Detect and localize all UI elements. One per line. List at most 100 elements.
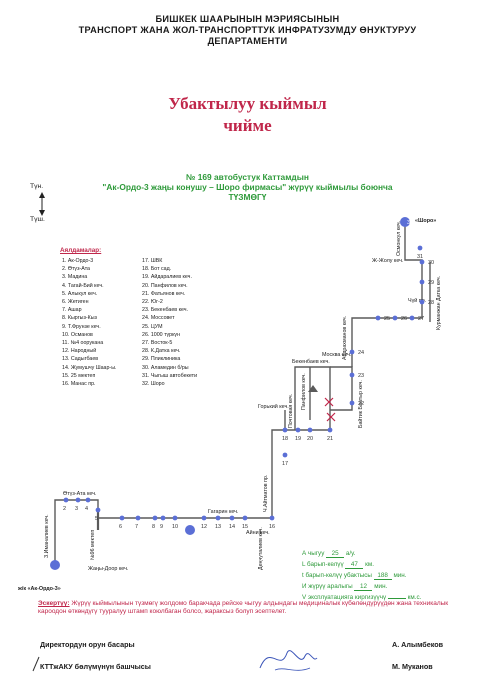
stop-node xyxy=(215,515,221,521)
route-segment-baitik xyxy=(330,366,353,411)
stop-node xyxy=(349,349,355,355)
stop-list-item: 22. Юг-2 xyxy=(142,299,163,306)
street-gorky: Горький кеч. xyxy=(258,403,289,410)
info-buses: А чыгуу 25 а/у. xyxy=(302,550,356,558)
note-body: Жүрүү кыймылынын түзмөгү жолдомо баракча… xyxy=(38,600,449,616)
stop-node-label: 23 xyxy=(358,373,364,379)
title-line-2: чийме xyxy=(223,116,272,135)
stop-list-item: 6. Жетиген xyxy=(62,299,89,306)
stop-node-label: 30 xyxy=(428,260,434,266)
street-shoro: «Шоро» xyxy=(415,218,436,224)
stop-node xyxy=(419,259,425,265)
info-time: t барып-келүү убактысы 188 мин. xyxy=(302,572,407,580)
signature-name-1: А. Алымбеков xyxy=(392,640,444,649)
compass-arrow-icon xyxy=(39,192,45,216)
stop-list-item: 10. Османов xyxy=(62,331,93,338)
stop-list-item: 21. Фатьянов кеч. xyxy=(142,290,186,297)
vertical-street-labels: З.Иманалиев кеч. №96 мектеп Ч.Айтматов п… xyxy=(44,221,442,570)
stop-list-item: 28. К.Датка кеч. xyxy=(142,348,181,355)
stop-node-label: 7 xyxy=(135,524,138,530)
stop-node-label: 27 xyxy=(418,316,424,322)
stop-list-item: 17. ШВК xyxy=(142,258,163,264)
route-line-2: "Ак-Ордо-3 жаңы конушу – Шоро фирмасы" ж… xyxy=(102,182,393,192)
stop-node xyxy=(419,279,425,285)
stop-node-label: 16 xyxy=(269,524,275,530)
note-label: Эскертүү: xyxy=(38,600,70,607)
stop-node xyxy=(63,497,69,503)
stop-list-item: 11. №4 оорукана xyxy=(62,340,104,347)
street-moskva: Москва кеч. xyxy=(322,352,351,358)
stop-node xyxy=(409,315,415,321)
stop-node xyxy=(419,299,425,305)
stop-node xyxy=(282,452,288,458)
stop-list-item: 8. Кыргыз-Кыз xyxy=(62,315,97,322)
info-length: L барып-келүү 47 км. xyxy=(302,561,374,569)
stop-node-label: 17 xyxy=(282,461,288,467)
signature-role-2: КТТжАКУ бөлүмүнүн башчысы xyxy=(40,662,151,671)
route-map: Өтүз-Ата кеч. Гагарин кеч. Айни кеч. Жаң… xyxy=(17,217,442,592)
stop-node xyxy=(229,515,235,521)
stop-node xyxy=(327,427,333,433)
street-bekenbaev: Бекенбаев кеч. xyxy=(292,359,330,365)
stop-node xyxy=(295,427,301,433)
stop-node-label: 3 xyxy=(75,506,78,512)
street-chui: Чүй пр. xyxy=(408,297,426,304)
route-line-3: ТҮЗМӨГҮ xyxy=(228,192,267,202)
stop-node-label: 2 xyxy=(63,506,66,512)
stop-node xyxy=(392,315,398,321)
arrow-up-icon xyxy=(308,385,318,392)
street-n96: №96 мектеп xyxy=(90,530,96,560)
stop-node xyxy=(135,515,141,521)
stop-node xyxy=(50,560,60,570)
stop-node xyxy=(75,497,81,503)
stop-node-label: 24 xyxy=(358,350,364,356)
header-line-2: ТРАНСПОРТ ЖАНА ЖОЛ-ТРАНСПОРТТУК ИНФРАТУЗ… xyxy=(78,25,417,35)
stop-node-label: 29 xyxy=(428,280,434,286)
route-lines xyxy=(54,222,431,565)
title-line-1: Убактылуу кыймыл xyxy=(168,94,327,113)
stop-list-item: 13. Садыгбаев xyxy=(62,356,99,363)
stop-node xyxy=(95,507,101,513)
stop-node xyxy=(417,245,423,251)
compass-north-label: Түн. xyxy=(30,183,44,190)
stop-node-label: 26 xyxy=(401,316,407,322)
stop-list-item: 18. Бот сад. xyxy=(142,266,172,273)
stop-node xyxy=(400,217,410,227)
stop-node-label: 28 xyxy=(428,300,434,306)
stop-node-label: 4 xyxy=(85,506,88,512)
street-gagarin: Гагарин кеч. xyxy=(208,509,239,515)
stop-node xyxy=(375,315,381,321)
street-pochtovaya: Почтовая кеч. xyxy=(288,394,294,428)
stop-node-label: 22 xyxy=(358,401,364,407)
stop-list-item: 14. Жумушчу Шаар-ы. xyxy=(62,364,117,371)
note-text: Эскертүү: Жүрүү кыймылынын түзмөгү жолдо… xyxy=(38,600,468,617)
stops-title: Аялдамалар: xyxy=(60,247,102,254)
stop-node xyxy=(85,497,91,503)
stop-node-label: 21 xyxy=(327,436,333,442)
street-panfilov: Панфилов кеч. xyxy=(301,373,307,410)
stop-node xyxy=(119,515,125,521)
stop-node-label: 19 xyxy=(295,436,301,442)
stop-list-item: 23. Бекенбаев кеч. xyxy=(142,307,188,314)
street-imanaliev: З.Иманалиев кеч. xyxy=(44,514,50,558)
stop-node xyxy=(269,515,275,521)
stop-node xyxy=(152,515,158,521)
stop-node xyxy=(349,372,355,378)
street-baitik: Байтик Баатыр кеч. xyxy=(357,380,364,428)
stop-list-item: 25. ЦУМ xyxy=(142,323,163,330)
route-segment-aitmatov xyxy=(271,410,286,518)
signature-mark-icon xyxy=(32,656,40,672)
stop-node-label: 8 xyxy=(152,524,155,530)
stop-node-label: 31 xyxy=(417,254,423,260)
stop-list-item: 20. Панфилов кеч. xyxy=(142,282,188,289)
stop-node xyxy=(172,515,178,521)
stop-list-item: 9. Т.Фрунзе кеч. xyxy=(62,323,101,330)
info-start: V эксплуатацияга киргизүүчү км.с. xyxy=(302,594,422,601)
route-line-1: № 169 автобустук Каттамдын xyxy=(186,172,309,182)
stop-node xyxy=(349,400,355,406)
street-kurmanjan: Курманжан Датка кеч. xyxy=(436,276,442,330)
info-interval: И жүрүү аралыгы 12 мин. xyxy=(302,583,388,591)
stop-list-item: 2. Өтүз-Ата xyxy=(62,266,91,273)
